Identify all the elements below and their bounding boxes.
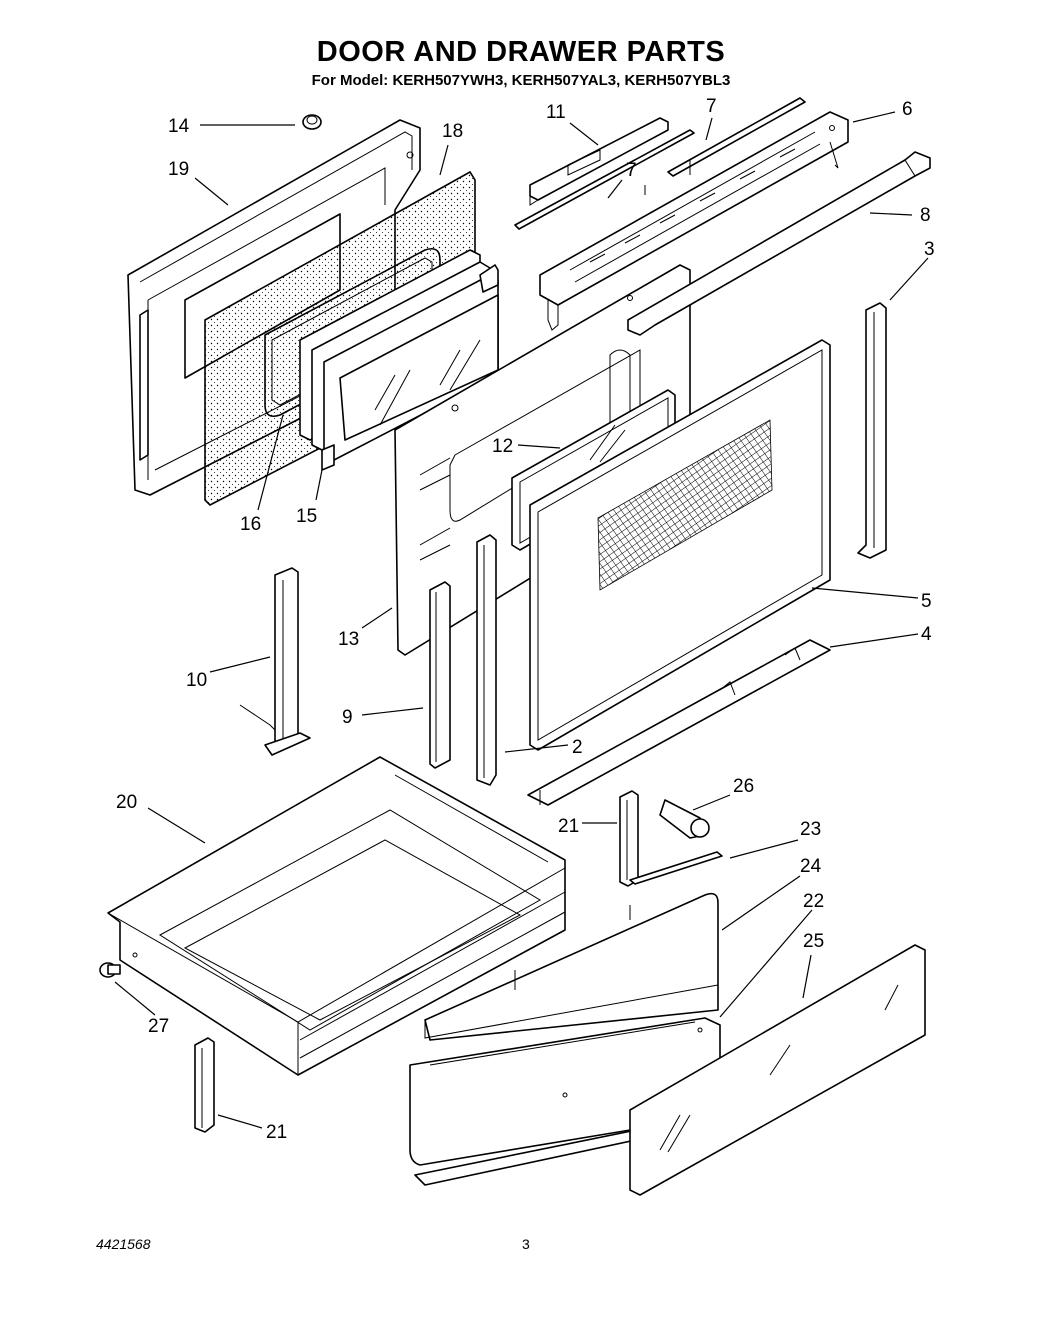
callout-23: 23: [800, 819, 821, 840]
callout-21: 21: [266, 1122, 287, 1143]
callout-6: 6: [902, 99, 913, 120]
callout-21: 21: [558, 816, 579, 837]
callout-11: 11: [546, 102, 566, 123]
drawer-front-inner-part-24: [424, 892, 719, 1041]
drawer-stop-part-27: [99, 962, 121, 978]
door-handle-rod-part-8: [627, 151, 931, 336]
hinge-part-10: [239, 567, 311, 756]
door-strip-part-7: [514, 97, 806, 230]
model-subtitle: For Model: KERH507YWH3, KERH507YAL3, KER…: [311, 72, 731, 89]
document-number: 4421568: [96, 1236, 151, 1252]
callout-4: 4: [921, 624, 932, 645]
drawer-slide-part-21a: [619, 790, 639, 887]
callout-20: 20: [116, 792, 137, 813]
inner-glass-pack-part-15: [299, 249, 499, 471]
callout-19: 19: [168, 159, 189, 180]
drawer-slide-part-21b: [194, 1037, 215, 1133]
callout-13: 13: [338, 629, 359, 650]
outer-door-panel-part-5: [529, 339, 831, 751]
vent-trim-part-6: [539, 111, 849, 331]
callout-8: 8: [920, 205, 931, 226]
hinge-bracket-part-4: [527, 639, 831, 806]
page-title: DOOR AND DRAWER PARTS: [316, 36, 726, 68]
callout-7: 7: [626, 160, 637, 181]
drawer-body-part-20: [107, 756, 566, 1076]
callout-2: 2: [572, 737, 583, 758]
callout-25: 25: [803, 931, 824, 952]
callout-14: 14: [168, 116, 190, 137]
page-number: 3: [522, 1236, 530, 1252]
drawer-glass-part-25: [629, 944, 926, 1196]
callout-labels: 14 18 19 11 7 7 6 8 3 16 15 12 5 4 13 10…: [116, 96, 935, 1143]
callout-5: 5: [921, 591, 932, 612]
callout-24: 24: [800, 856, 822, 877]
bracket-part-11: [529, 117, 669, 206]
drawer-strip-part-23: [629, 851, 723, 885]
callout-16: 16: [240, 514, 261, 535]
callout-7: 7: [706, 96, 717, 117]
callout-15: 15: [296, 506, 317, 527]
callout-9: 9: [342, 707, 353, 728]
drawer-roller-part-26: [659, 799, 710, 839]
leader-lines: [114, 111, 929, 1129]
side-strip-part-2: [476, 534, 497, 786]
callout-12: 12: [492, 436, 513, 457]
callout-18: 18: [442, 121, 463, 142]
side-trim-part-3: [857, 302, 887, 559]
door-bumper-part-14: [302, 114, 322, 130]
callout-27: 27: [148, 1016, 169, 1037]
callout-10: 10: [186, 670, 207, 691]
side-strip-part-9: [429, 581, 451, 769]
callout-26: 26: [733, 776, 754, 797]
callout-22: 22: [803, 891, 824, 912]
callout-3: 3: [924, 239, 935, 260]
